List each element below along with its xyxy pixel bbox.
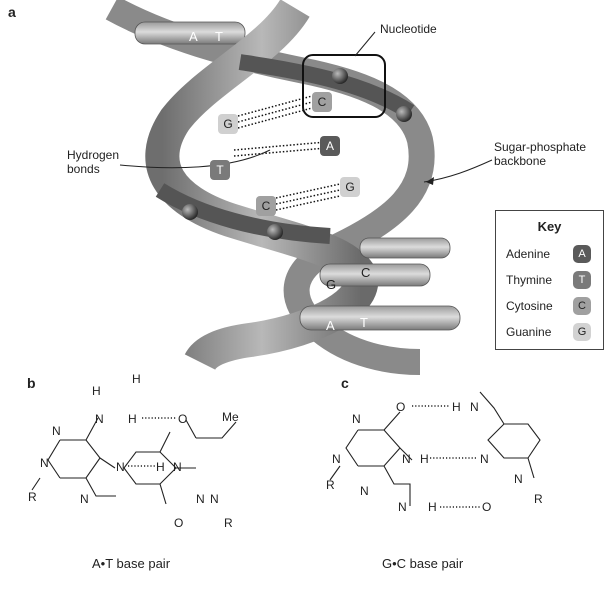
at-atom-n-left: N: [40, 456, 49, 470]
gc-base-pair-caption: G•C base pair: [382, 556, 464, 571]
gc-atom-n-top: N: [470, 400, 479, 414]
gc-atom-h-top: H: [452, 400, 461, 414]
helix-base-c-bottom: C: [361, 265, 371, 280]
at-base-pair-caption: A•T base pair: [92, 556, 171, 571]
gc-hydrogen-bonds: [412, 405, 480, 508]
at-atom-h-bond: H: [156, 460, 165, 474]
backbone-segment-upper: [238, 54, 415, 119]
key-title: Key: [537, 219, 562, 234]
base-pair-rod-lower-2: [299, 305, 461, 331]
at-atom-h-free: H: [132, 372, 141, 386]
helix-base-a-bottom: A: [326, 318, 335, 333]
gc-atom-h-mid: H: [420, 452, 429, 466]
gc-atom-n-imidazole: N: [352, 412, 361, 426]
at-atom-h-amine: H: [128, 412, 137, 426]
nucleotide-label: Nucleotide: [380, 22, 437, 36]
gc-atom-n-cytosine: N: [480, 452, 489, 466]
gc-atom-n-bottom: N: [398, 500, 407, 514]
backbone-label-line2: backbone: [494, 154, 547, 168]
at-methyl-label: Me: [222, 410, 239, 424]
panel-label-b: b: [27, 375, 36, 391]
nucleotide-leader-line: [354, 31, 376, 57]
key-item-thymine-name: Thymine: [506, 273, 553, 287]
key-item-adenine-name: Adenine: [506, 247, 551, 261]
at-atom-n-amine: N: [95, 412, 104, 426]
helix-base-t-top: T: [215, 29, 223, 44]
hydrogen-bonds-label-line1: Hydrogen: [67, 148, 120, 162]
at-atom-n-purine1: N: [52, 424, 61, 438]
at-atom-h-top: H: [92, 384, 101, 398]
hydrogen-bond-dashes: [233, 95, 341, 211]
gc-atom-n-mid: N: [402, 452, 411, 466]
gc-atom-n-cytosine-2: N: [514, 472, 523, 486]
key-item-cytosine: Cytosine: [506, 299, 553, 313]
base-pair-rod-lower-1: [319, 263, 431, 287]
key-legend: Key Adenine A Thymine T Cytosine C Guani…: [495, 210, 604, 350]
helix-base-g-3: G: [340, 177, 360, 197]
helix-base-g-bottom: G: [326, 277, 337, 292]
hydrogen-bonds-label-line2: bonds: [67, 162, 100, 176]
helix-base-c-3: C: [256, 196, 276, 216]
gc-atom-o-bottom: O: [482, 500, 492, 514]
helix-base-a-2: A: [320, 136, 340, 156]
base-pair-rod-top: [134, 21, 246, 45]
gc-atom-o-top: O: [396, 400, 406, 414]
at-hydrogen-bonds: [128, 417, 176, 467]
nucleotide-highlight-box: [302, 54, 386, 118]
helix-base-t-bottom: T: [360, 315, 368, 330]
gc-r-right: R: [534, 492, 543, 506]
key-item-cytosine-name: Cytosine: [506, 299, 553, 313]
phosphate-spheres: [182, 68, 412, 240]
at-atom-n-bottom: N: [196, 492, 205, 506]
helix-base-a-top: A: [189, 29, 198, 44]
key-item-guanine-name: Guanine: [506, 325, 552, 339]
gc-atom-n-purine: N: [360, 484, 369, 498]
key-item-thymine: Thymine: [506, 273, 552, 287]
backbone-label-line1: Sugar-phosphate: [494, 140, 587, 154]
thymine-hexagon-icon: T: [573, 271, 591, 289]
adenine-hexagon-icon: A: [573, 245, 591, 263]
gc-atom-h-bottom: H: [428, 500, 437, 514]
at-atom-n-purine2: N: [80, 492, 89, 506]
hydrogen-bonds-leader-line: [119, 149, 271, 169]
backbone-arrowhead: [426, 177, 434, 185]
backbone-segment-lower: [155, 183, 331, 244]
key-item-adenine: Adenine: [506, 247, 550, 261]
guanine-hexagon-icon: G: [573, 323, 591, 341]
gc-atom-n-left: N: [332, 452, 341, 466]
at-r-right: R: [224, 516, 233, 530]
at-r-left: R: [28, 490, 37, 504]
gc-structure-bonds: [329, 391, 541, 506]
helix-base-c-1: C: [312, 92, 332, 112]
helix-base-t-2: T: [210, 160, 230, 180]
panel-label-c: c: [341, 375, 349, 391]
at-atom-n-right: N: [210, 492, 219, 506]
base-pair-rod-lower-3: [359, 237, 451, 259]
at-atom-n-thymine: N: [173, 460, 182, 474]
at-atom-o-bottom: O: [174, 516, 184, 530]
at-atom-n-ring: N: [116, 460, 125, 474]
at-atom-o-top: O: [178, 412, 188, 426]
at-structure-bonds: [31, 417, 237, 505]
cytosine-hexagon-icon: C: [573, 297, 591, 315]
key-item-guanine: Guanine: [506, 325, 551, 339]
panel-label-a: a: [8, 4, 16, 20]
helix-base-g-1: G: [218, 114, 238, 134]
gc-r-left: R: [326, 478, 335, 492]
